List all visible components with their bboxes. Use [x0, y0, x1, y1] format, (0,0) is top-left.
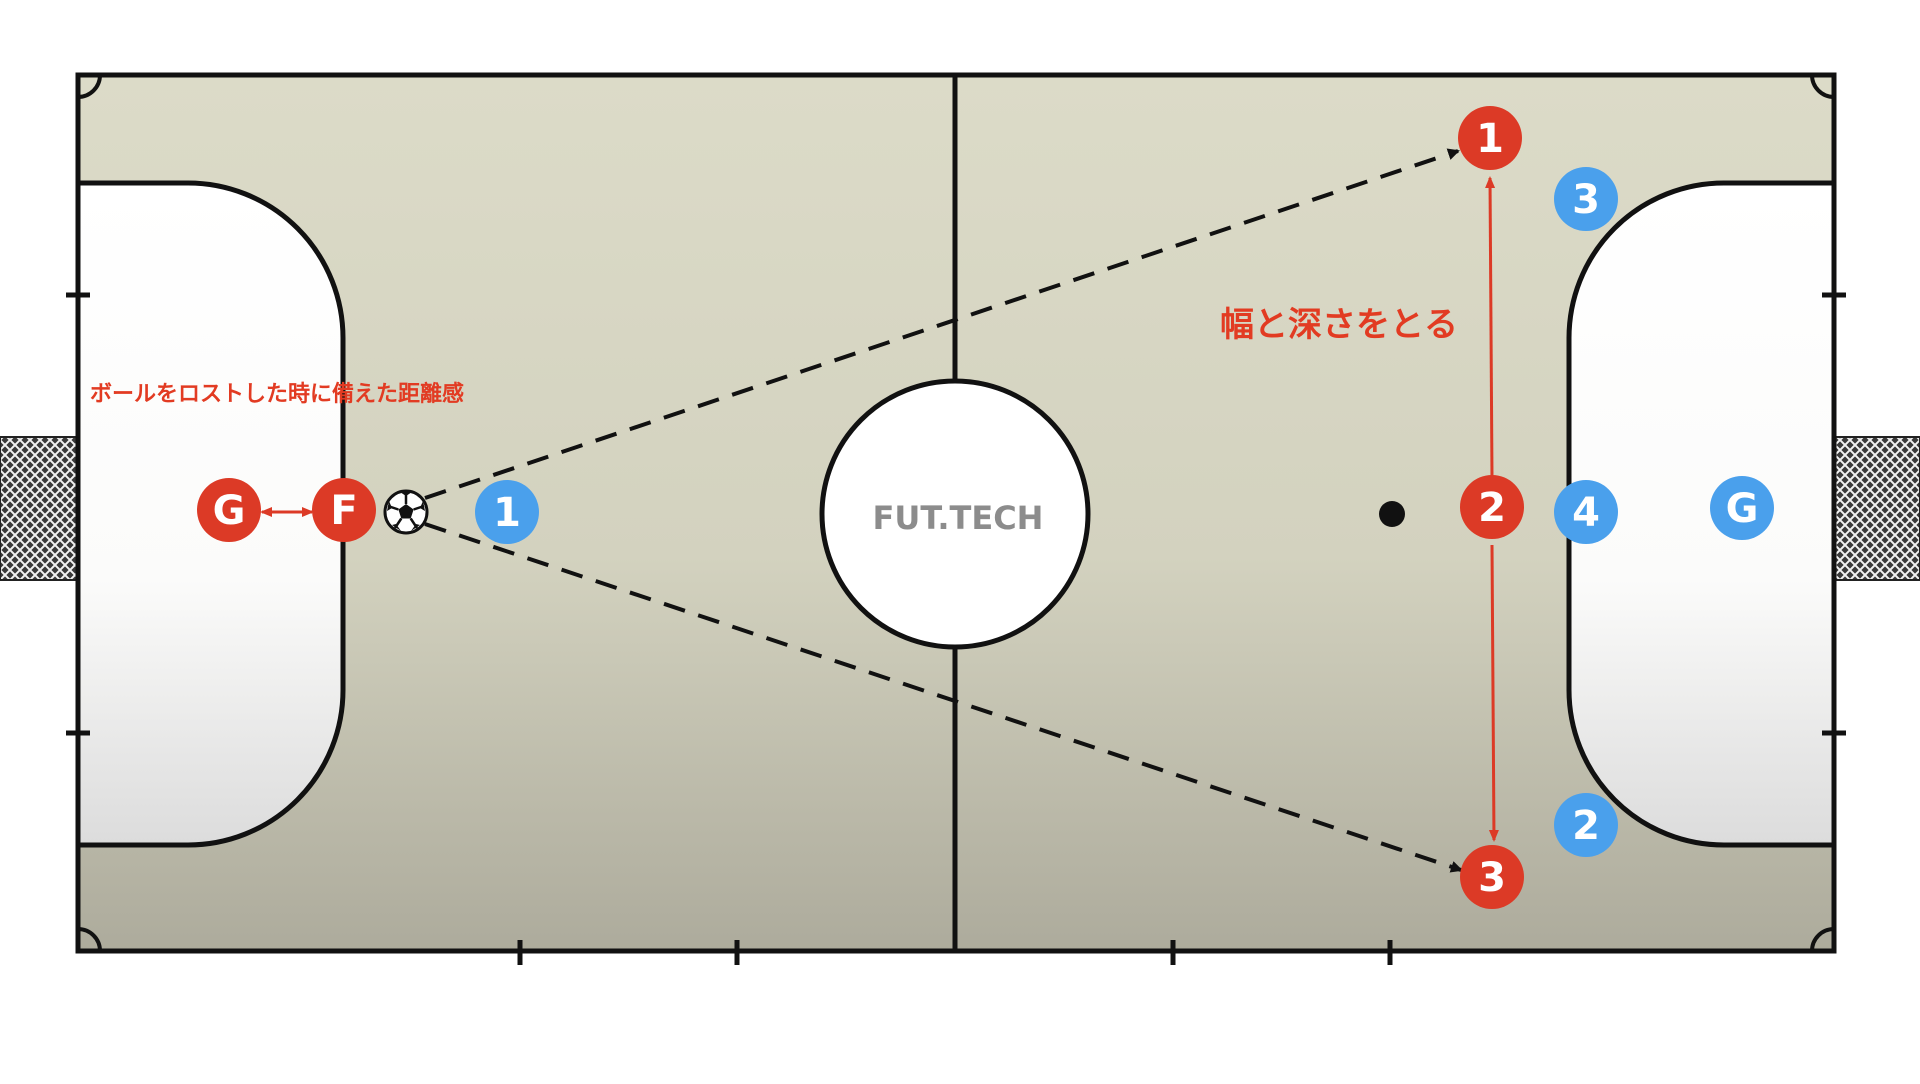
blue-player-2-label: 2	[1572, 803, 1600, 849]
red-player-f: F	[312, 478, 376, 542]
red-player-3-label: 3	[1478, 855, 1506, 901]
left-goal-net	[0, 436, 79, 581]
blue-player-3: 3	[1554, 167, 1618, 231]
blue-player-4-label: 4	[1572, 490, 1600, 536]
loss-distance-annotation: ボールをロストした時に備えた距離感	[90, 381, 464, 407]
depth-arrow-lower	[1488, 544, 1499, 842]
right-goal-net	[1833, 436, 1920, 581]
blue-player-2: 2	[1554, 793, 1618, 857]
penalty-spot	[1379, 501, 1405, 527]
center-circle	[819, 378, 1091, 650]
blue-player-gk: G	[1710, 476, 1774, 540]
blue-player-1-label: 1	[493, 490, 521, 536]
boundary-ticks	[66, 292, 1846, 965]
corner-arcs	[77, 74, 1835, 952]
width-depth-annotation: 幅と深さをとる	[1220, 305, 1458, 345]
blue-player-4: 4	[1554, 480, 1618, 544]
red-player-2: 2	[1460, 475, 1524, 539]
soccer-ball-icon	[383, 489, 429, 535]
right-penalty-area	[1566, 180, 1837, 848]
red-player-1: 1	[1458, 106, 1522, 170]
red-player-f-label: F	[330, 488, 357, 534]
red-player-gk: G	[197, 478, 261, 542]
red-player-3: 3	[1460, 845, 1524, 909]
depth-arrow-upper	[1485, 176, 1496, 479]
pass-lane-upper	[424, 148, 1460, 500]
red-player-1-label: 1	[1476, 116, 1504, 162]
blue-player-1: 1	[475, 480, 539, 544]
red-player-2-label: 2	[1478, 485, 1506, 531]
watermark-text: FUT.TECH	[873, 499, 1044, 537]
blue-player-gk-label: G	[1726, 486, 1759, 532]
red-player-gk-label: G	[213, 488, 246, 534]
pass-lane-lower	[424, 522, 1463, 873]
blue-player-3-label: 3	[1572, 177, 1600, 223]
